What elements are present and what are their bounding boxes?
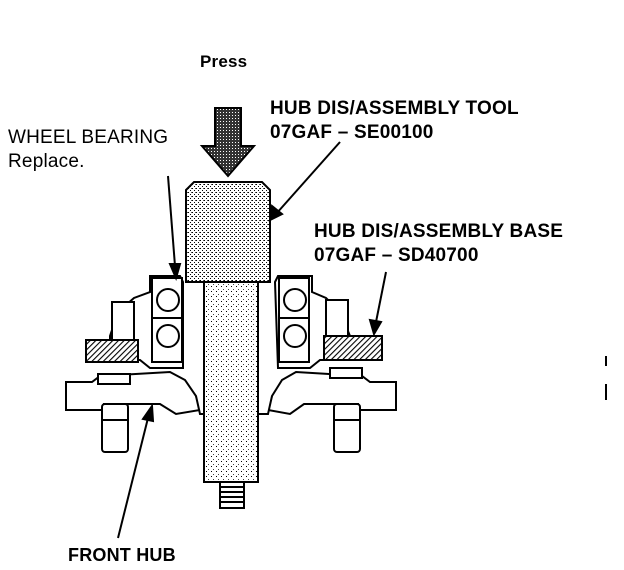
hub-base-label: HUB DIS/ASSEMBLY BASE 07GAF – SD40700 bbox=[314, 220, 563, 268]
hub-tool-label: HUB DIS/ASSEMBLY TOOL 07GAF – SE00100 bbox=[270, 97, 519, 145]
leader-lines bbox=[117, 141, 387, 539]
wheel-bearing-left bbox=[151, 277, 183, 363]
hub-tool-number: 07GAF – SE00100 bbox=[270, 122, 434, 143]
wheel-bearing-label: WHEEL BEARING Replace. bbox=[8, 126, 168, 174]
hub-base-number: 07GAF – SD40700 bbox=[314, 245, 479, 266]
hub-base-name: HUB DIS/ASSEMBLY BASE bbox=[314, 221, 564, 242]
press-label: Press bbox=[200, 52, 248, 71]
assembly-tool bbox=[185, 181, 271, 509]
assembly-base bbox=[85, 335, 383, 363]
front-hub-label: FRONT HUB bbox=[68, 545, 176, 565]
wheel-bearing-name: WHEEL BEARING bbox=[8, 127, 169, 148]
press-arrow-icon bbox=[199, 107, 257, 178]
wheel-bearing-right bbox=[278, 277, 310, 363]
hub-tool-name: HUB DIS/ASSEMBLY TOOL bbox=[270, 98, 519, 119]
wheel-bearing-note: Replace. bbox=[8, 151, 85, 172]
